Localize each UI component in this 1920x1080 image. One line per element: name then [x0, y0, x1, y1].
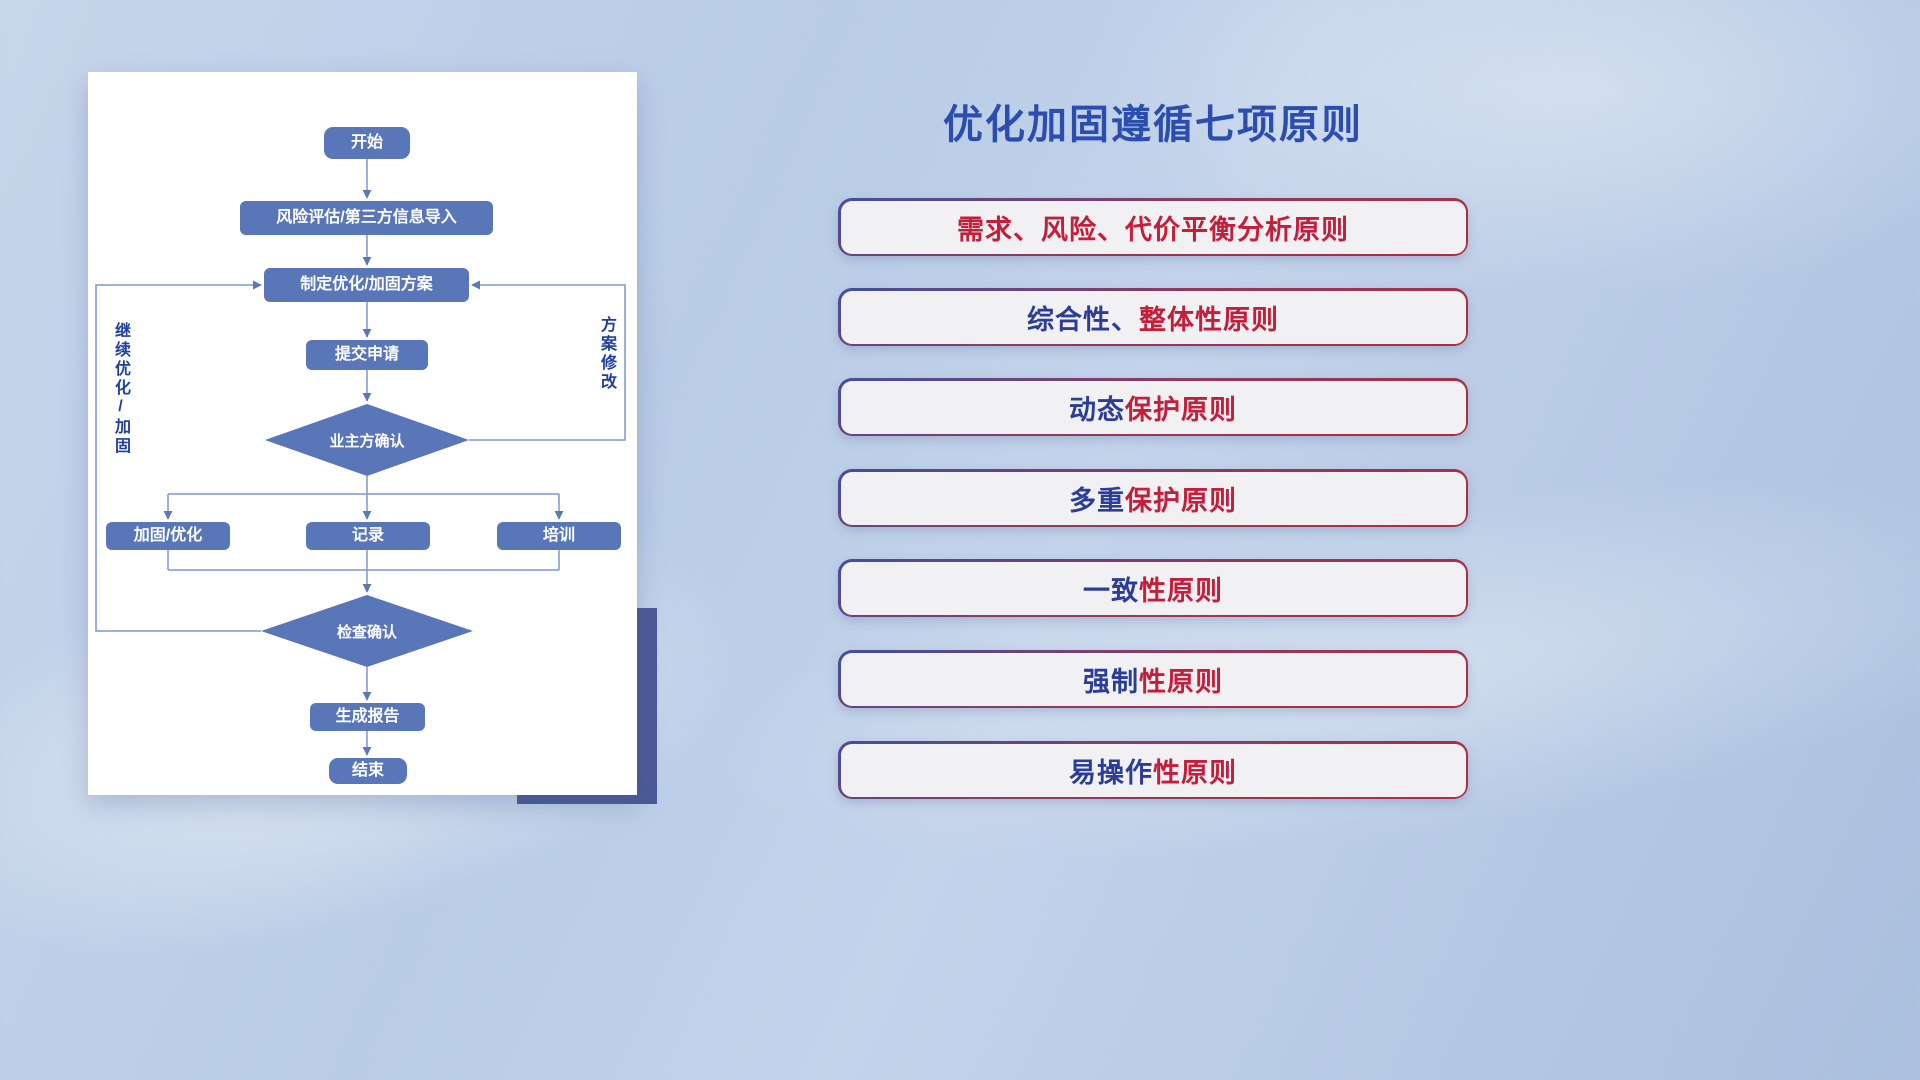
principle-pill-5: 一致性原则 [838, 559, 1468, 617]
pill-text-red: 性原则 [1139, 666, 1223, 697]
pill-text-red: 整体性原则 [1139, 304, 1279, 335]
pill-text-navy: 综合性、 [1027, 304, 1139, 335]
principle-pill-7: 易操作性原则 [838, 741, 1468, 799]
principle-pill-1: 需求、风险、代价平衡分析原则 [838, 198, 1468, 256]
flow-node-risk-import: 风险评估/第三方信息导入 [240, 201, 493, 235]
pill-text-navy: 一致 [1083, 575, 1139, 606]
principle-pill-2: 综合性、整体性原则 [838, 288, 1468, 346]
pill-text-navy: 易操作 [1069, 757, 1153, 788]
flowchart-card: 开始 风险评估/第三方信息导入 制定优化/加固方案 提交申请 业主方确认 加固/… [88, 72, 637, 795]
flow-node-end: 结束 [329, 758, 407, 784]
pill-text-navy: 多重 [1069, 485, 1125, 516]
flow-node-train: 培训 [497, 522, 621, 550]
pill-text-red: 性原则 [1153, 757, 1237, 788]
pill-text-red: 需求、风险、代价平衡分析原则 [957, 214, 1349, 245]
pill-text-navy: 动态 [1069, 394, 1125, 425]
principle-pill-label: 动态保护原则 [840, 380, 1466, 434]
principle-pill-3: 动态保护原则 [838, 378, 1468, 436]
flow-node-submit: 提交申请 [306, 340, 428, 370]
principles-title: 优化加固遵循七项原则 [943, 103, 1363, 147]
principle-pill-label: 易操作性原则 [840, 743, 1466, 797]
pill-text-red: 保护原则 [1125, 394, 1237, 425]
principle-pill-6: 强制性原则 [838, 650, 1468, 708]
principle-pill-4: 多重保护原则 [838, 469, 1468, 527]
flow-node-start: 开始 [324, 127, 410, 159]
flow-node-report: 生成报告 [310, 703, 425, 731]
flow-node-check-confirm: 检查确认 [336, 623, 397, 641]
principle-pill-label: 多重保护原则 [840, 471, 1466, 525]
pill-text-navy: 强制 [1083, 666, 1139, 697]
flow-node-make-plan: 制定优化/加固方案 [264, 268, 469, 302]
principle-pill-label: 综合性、整体性原则 [840, 290, 1466, 344]
principle-pill-label: 需求、风险、代价平衡分析原则 [840, 200, 1466, 254]
flow-node-harden: 加固/优化 [106, 522, 230, 550]
loop-label-plan-modify: 方案修改 [598, 316, 615, 392]
flow-node-record: 记录 [306, 522, 430, 550]
principle-pill-label: 一致性原则 [840, 561, 1466, 615]
pill-text-red: 性原则 [1139, 575, 1223, 606]
flow-node-owner-confirm: 业主方确认 [329, 432, 405, 450]
loop-label-continue-optimize: 继续优化/加固 [112, 322, 129, 456]
principle-pill-label: 强制性原则 [840, 652, 1466, 706]
pill-text-red: 保护原则 [1125, 485, 1237, 516]
